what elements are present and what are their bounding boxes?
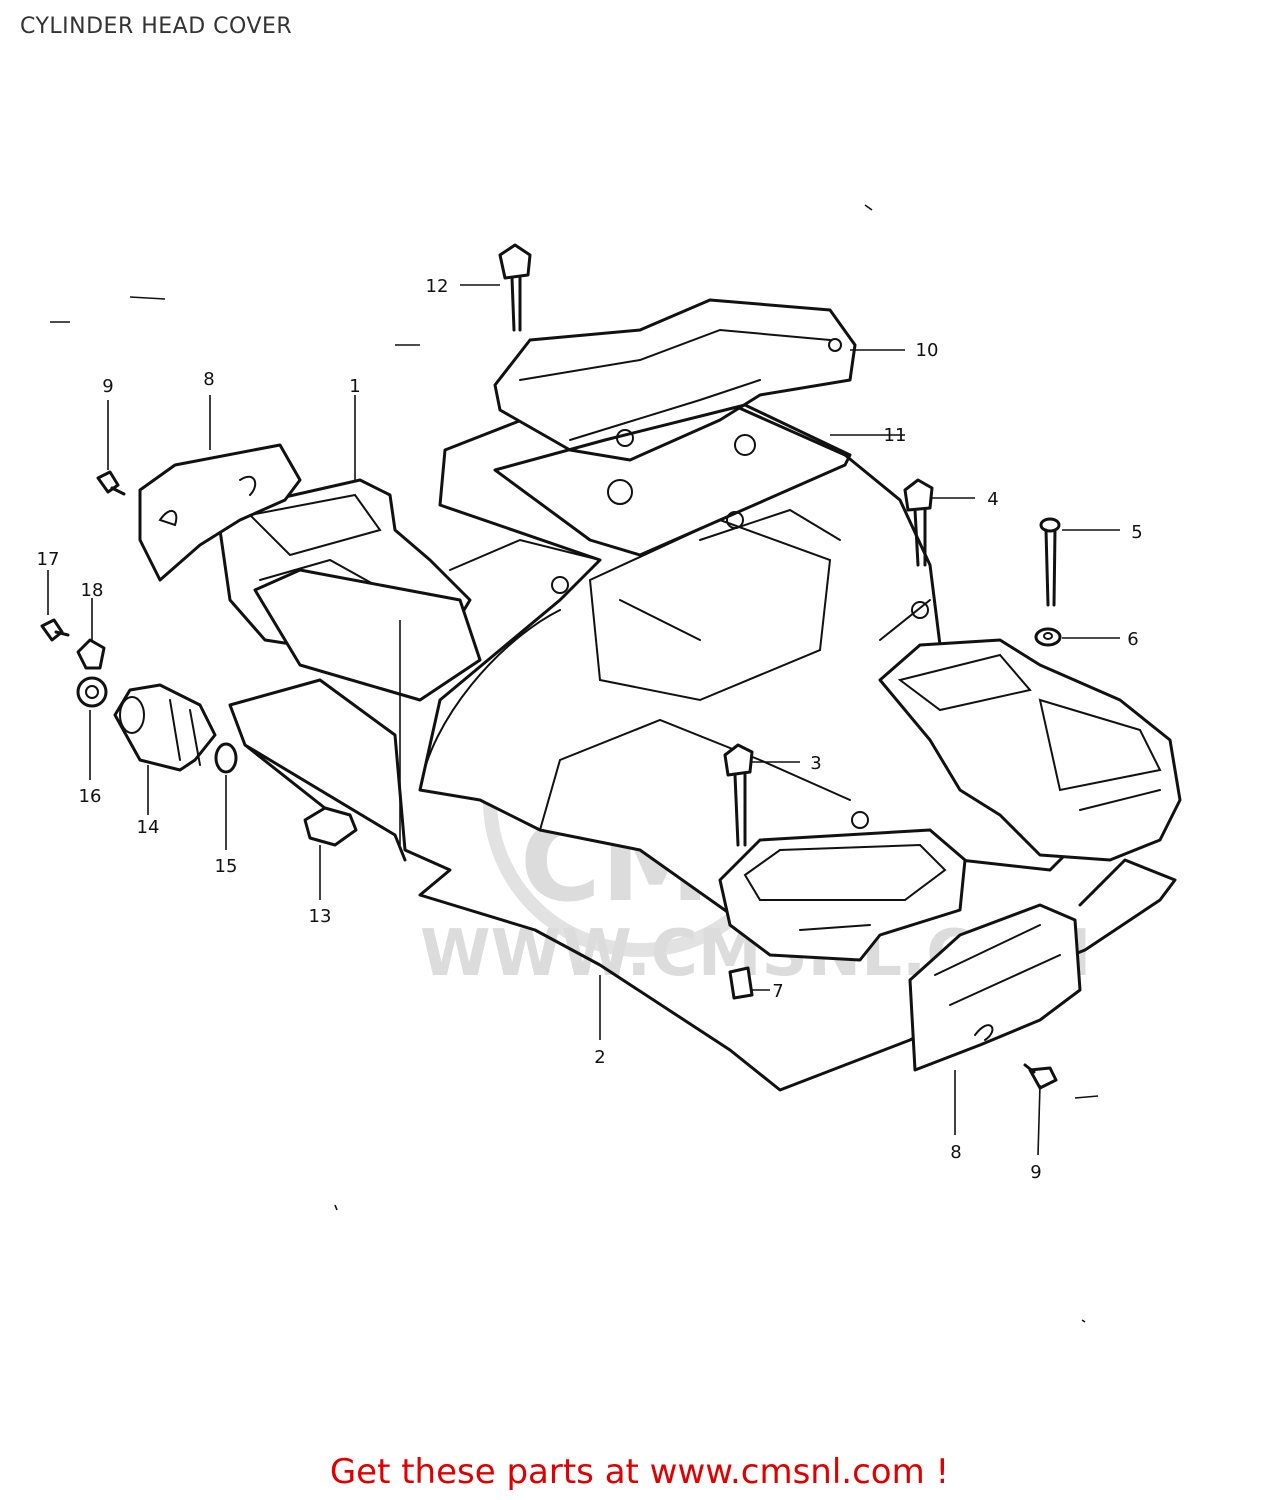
right-cam-cap bbox=[878, 638, 1182, 862]
screw-9-left bbox=[96, 470, 126, 496]
callout-13: 13 bbox=[309, 906, 332, 927]
bolt-4 bbox=[903, 478, 934, 567]
bolt-17 bbox=[40, 618, 70, 642]
callout-5: 5 bbox=[1131, 522, 1142, 543]
callout-12: 12 bbox=[426, 276, 449, 297]
callout-18: 18 bbox=[81, 580, 104, 601]
right-end-cap bbox=[908, 903, 1082, 1072]
callout-3: 3 bbox=[810, 753, 821, 774]
callout-9-right: 9 bbox=[1030, 1162, 1041, 1183]
page-title: CYLINDER HEAD COVER bbox=[20, 14, 293, 39]
callout-14: 14 bbox=[137, 817, 160, 838]
breather-cover-gasket bbox=[493, 403, 852, 557]
stray-mark bbox=[50, 204, 1099, 1323]
washer-16 bbox=[76, 676, 108, 708]
bolt-12 bbox=[498, 243, 532, 332]
plug-14 bbox=[113, 683, 217, 772]
clip-13 bbox=[303, 806, 358, 847]
washer-6 bbox=[1034, 627, 1062, 647]
callout-2: 2 bbox=[594, 1047, 605, 1068]
front-cam-cap bbox=[718, 828, 967, 962]
gasket-hole bbox=[607, 479, 633, 505]
callout-1: 1 bbox=[349, 376, 360, 397]
leader-lines bbox=[47, 284, 1120, 1156]
callout-6: 6 bbox=[1127, 629, 1138, 650]
callout-labels: 1 2 3 4 5 6 7 8 8 9 9 10 11 12 13 14 15 … bbox=[37, 276, 1143, 1183]
callout-10: 10 bbox=[916, 340, 939, 361]
cap-18 bbox=[76, 638, 106, 670]
callout-7: 7 bbox=[772, 981, 783, 1002]
callout-17: 17 bbox=[37, 549, 60, 570]
gasket-hole bbox=[734, 434, 756, 456]
screw-9-right bbox=[1023, 1063, 1058, 1090]
buy-parts-link[interactable]: Get these parts at www.cmsnl.com ! bbox=[329, 1452, 950, 1492]
callout-9-left: 9 bbox=[102, 376, 113, 397]
left-cam-cap bbox=[218, 478, 482, 702]
callout-11: 11 bbox=[884, 425, 907, 446]
callout-15: 15 bbox=[215, 856, 238, 877]
left-end-cap bbox=[138, 443, 302, 582]
callout-8-right: 8 bbox=[950, 1142, 961, 1163]
callout-4: 4 bbox=[987, 489, 998, 510]
dowel-7 bbox=[728, 966, 754, 1000]
o-ring-15 bbox=[214, 742, 238, 774]
screw-5 bbox=[1039, 517, 1061, 607]
callout-16: 16 bbox=[79, 786, 102, 807]
callout-8-left: 8 bbox=[203, 369, 214, 390]
